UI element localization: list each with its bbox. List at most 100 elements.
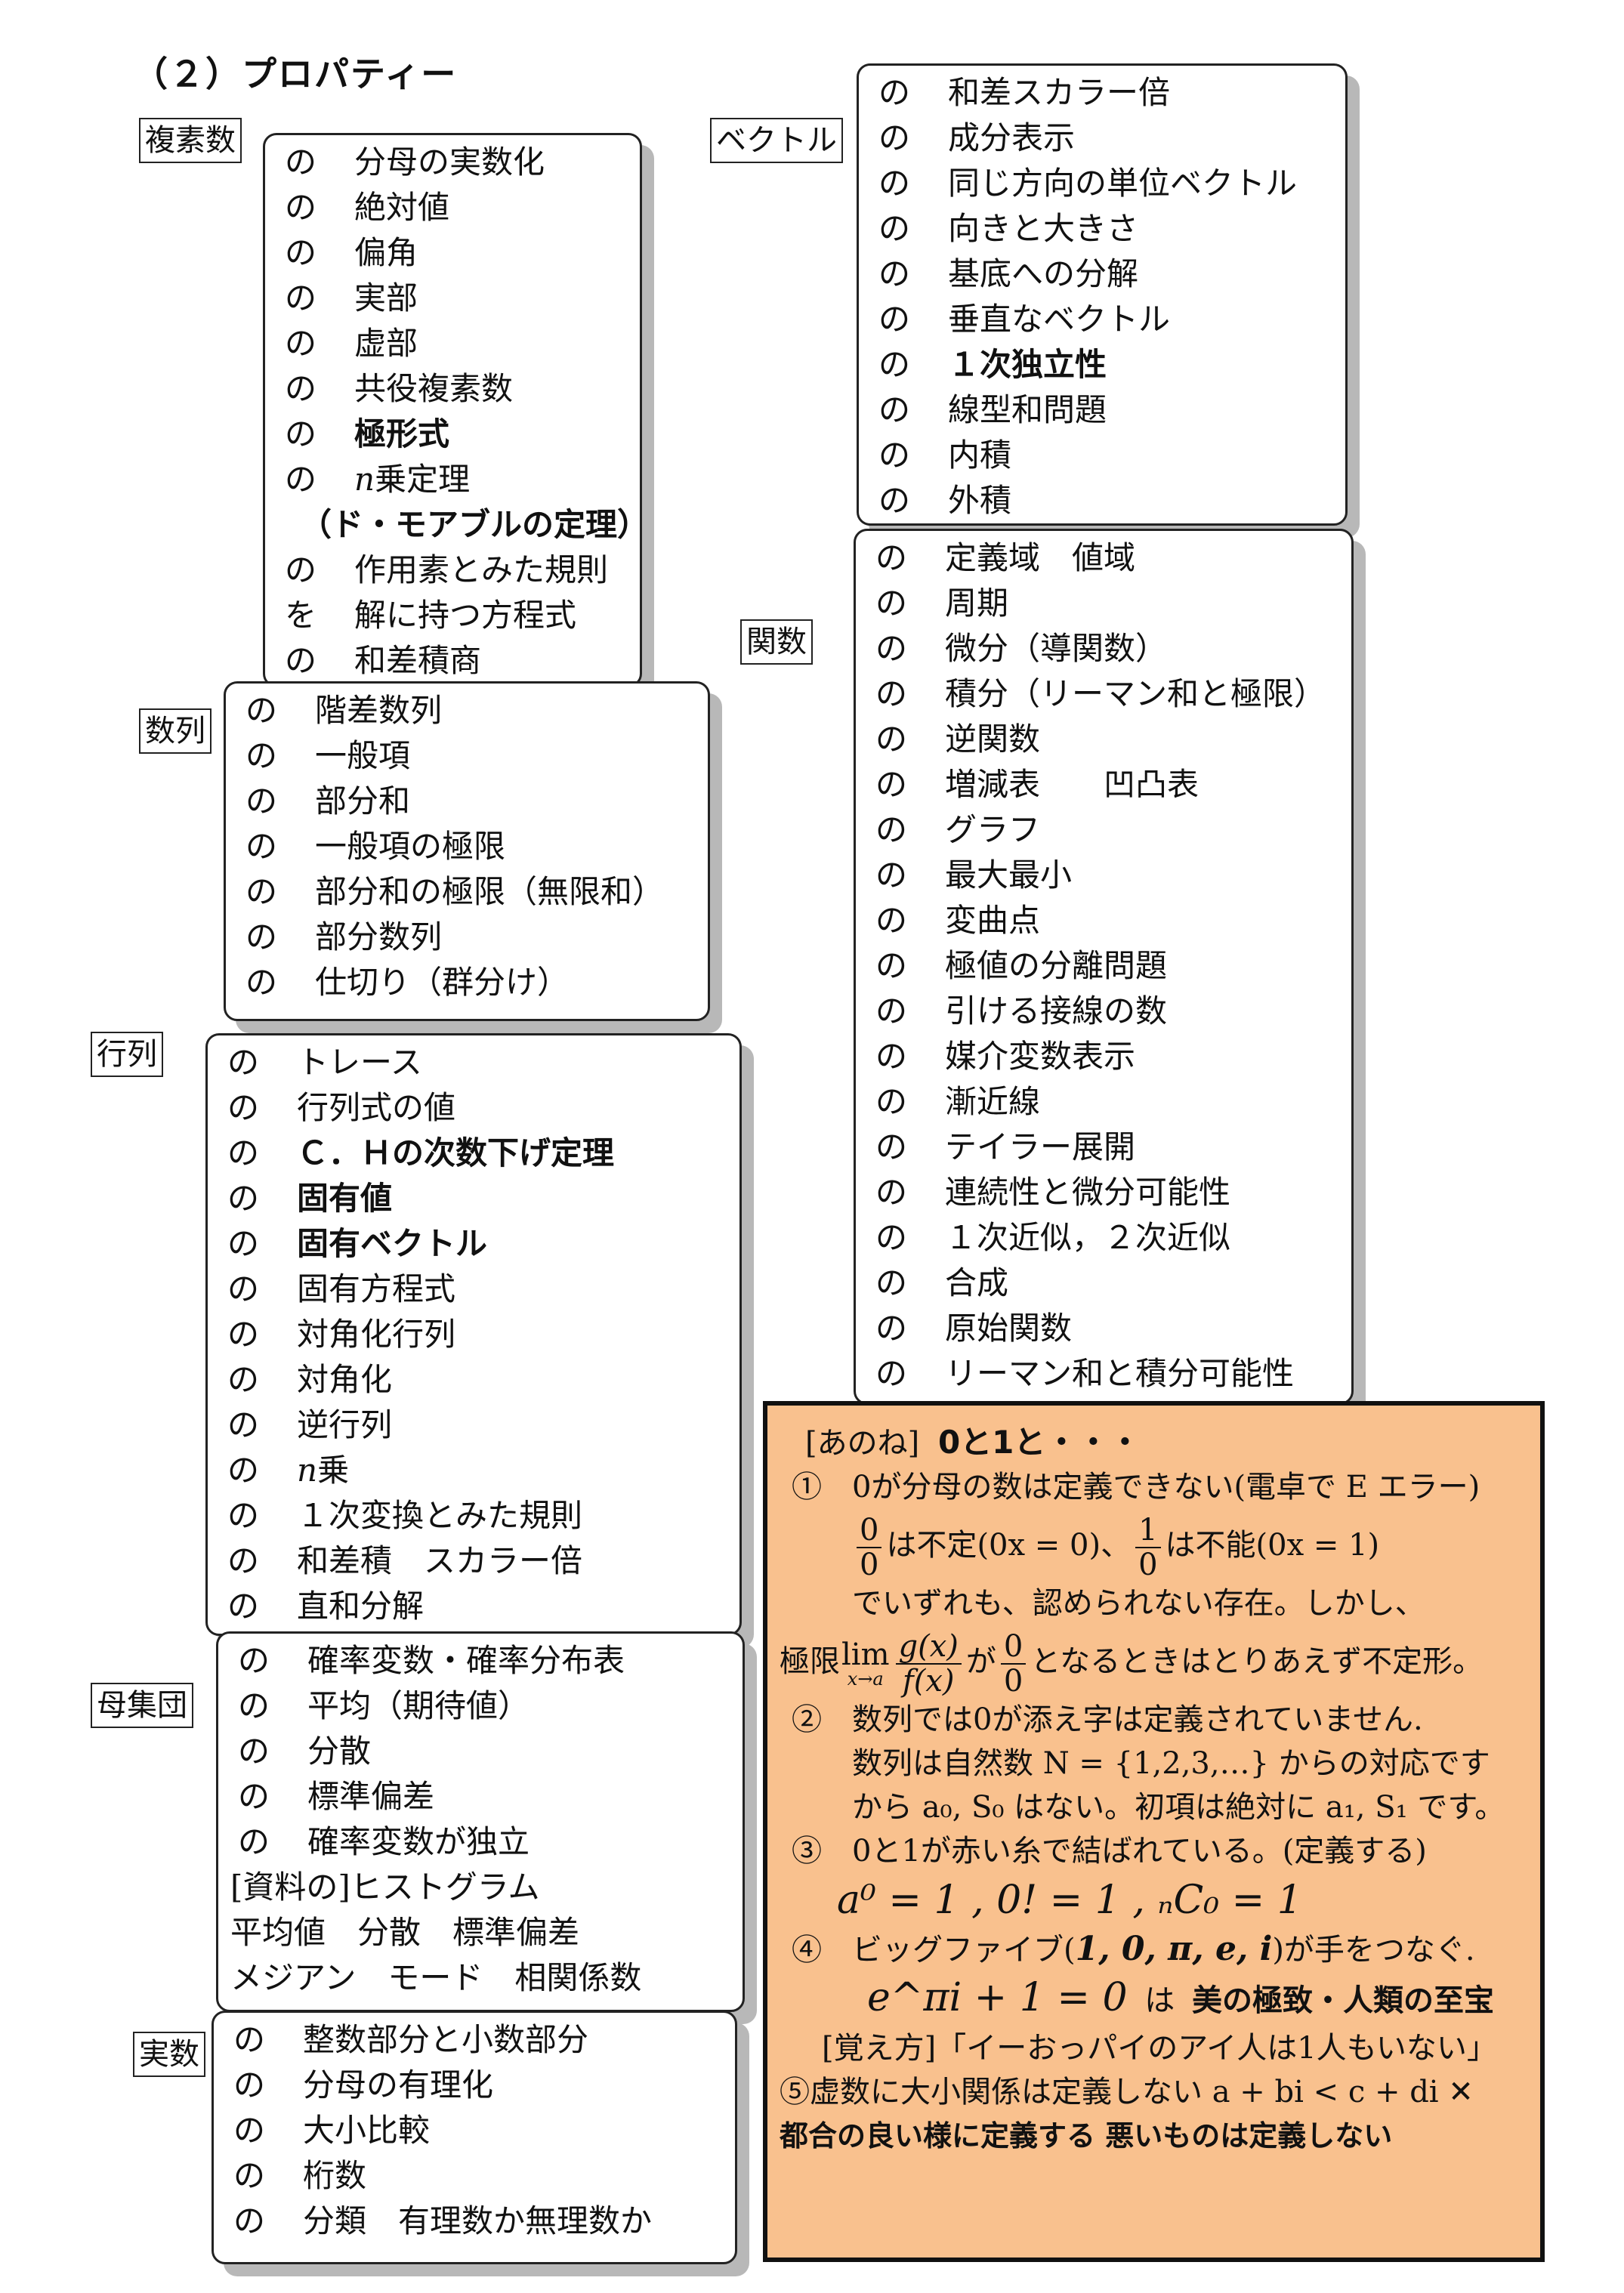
note-box: [あのね] 0と1と・・・ ① 0が分母の数は定義できない(電卓で E エラー)… <box>763 1401 1545 2262</box>
note-line: ⑤虚数に大小関係は定義しない a + bi < c + di ✕ <box>780 2075 1474 2109</box>
list-item: の分母の有理化 <box>233 2066 494 2103</box>
list-item: の向きと大きさ <box>878 210 1139 247</box>
list-item: メジアン モード 相関係数 <box>230 1959 642 1996</box>
list-item: の部分和の極限（無限和） <box>245 873 665 910</box>
list-item: の周期 <box>875 585 1009 622</box>
note-line: ① 0が分母の数は定義できない(電卓で E エラー) <box>792 1470 1480 1504</box>
list-item: の極値の分離問題 <box>875 947 1168 984</box>
list-item: の行列式の値 <box>227 1089 456 1126</box>
list-item: の仕切り（群分け） <box>245 964 570 1001</box>
box-suretsu: の階差数列 の一般項 の部分和 の一般項の極限 の部分和の極限（無限和） の部分… <box>224 681 710 1021</box>
list-item: の整数部分と小数部分 <box>233 2021 589 2058</box>
note-line: ② 数列では0が添え字は定義されていません. <box>792 1702 1423 1737</box>
note-line: e^πi + 1 = 0 は 美の極致・人類の至宝 <box>867 1975 1495 2020</box>
list-item: の標準偏差 <box>238 1778 435 1815</box>
list-item: の固有ベクトル <box>227 1225 488 1262</box>
list-item: の漸近線 <box>875 1083 1041 1120</box>
list-item: の直和分解 <box>227 1588 425 1625</box>
box-kansu: の定義域 値域 の周期 の微分（導関数） の積分（リーマン和と極限） の逆関数 … <box>854 529 1354 1405</box>
list-item: の積分（リーマン和と極限） <box>875 675 1326 712</box>
list-item: の対角化行列 <box>227 1316 456 1353</box>
tag-vector: ベクトル <box>710 118 843 163</box>
list-item: の一般項の極限 <box>245 828 506 865</box>
note-formula: a⁰ = 1 , 0! = 1 , ₙC₀ = 1 <box>837 1878 1302 1923</box>
fraction: g(x)f(x) <box>895 1630 962 1698</box>
list-item: の確率変数・確率分布表 <box>238 1642 625 1679</box>
list-item: の作用素とみた規則 <box>285 551 609 588</box>
list-item: の変曲点 <box>875 902 1041 939</box>
tag-boshudan: 母集団 <box>91 1683 193 1728</box>
list-item: のテイラー展開 <box>875 1128 1136 1165</box>
list-item: の固有方程式 <box>227 1270 456 1307</box>
list-item: の増減表 凹凸表 <box>875 766 1199 803</box>
note-line: から a₀, S₀ はない。初項は絶対に a₁, S₁ です。 <box>852 1790 1505 1825</box>
note-line: でいずれも、認められない存在。しかし、 <box>852 1586 1425 1621</box>
list-item: （ド・モアブルの定理） <box>300 506 650 543</box>
list-item: 平均値 分散 標準偏差 <box>230 1914 580 1951</box>
tag-suretsu: 数列 <box>139 708 211 754</box>
list-item: の共役複素数 <box>285 370 514 407</box>
list-item: の桁数 <box>233 2157 367 2194</box>
note-line: 都合の良い様に定義する 悪いものは定義しない <box>780 2119 1393 2153</box>
list-item: の確率変数が独立 <box>238 1823 530 1860</box>
list-item: の分散 <box>238 1733 372 1770</box>
list-item: の内積 <box>878 437 1012 474</box>
list-item: の偏角 <box>285 234 418 271</box>
list-item: のグラフ <box>875 811 1041 848</box>
list-item: の和差積 スカラー倍 <box>227 1542 583 1579</box>
list-item: の原始関数 <box>875 1310 1073 1347</box>
box-boshudan: の確率変数・確率分布表 の平均（期待値） の分散 の標準偏差 の確率変数が独立 … <box>216 1631 745 2012</box>
list-item: の外積 <box>878 482 1012 519</box>
list-item: の固有値 <box>227 1180 393 1217</box>
list-item: [資料の]ヒストグラム <box>230 1869 540 1906</box>
list-item: の階差数列 <box>245 692 443 729</box>
list-item: の最大最小 <box>875 856 1073 893</box>
list-item: の合成 <box>875 1264 1009 1301</box>
list-item: の絶対値 <box>285 189 450 226</box>
list-item: のリーマン和と積分可能性 <box>875 1355 1295 1392</box>
list-item: の媒介変数表示 <box>875 1038 1136 1075</box>
list-item: の同じ方向の単位ベクトル <box>878 165 1298 202</box>
list-item: の微分（導関数） <box>875 630 1168 667</box>
list-item: の分類 有理数か無理数か <box>233 2202 653 2239</box>
tag-jissu: 実数 <box>133 2032 205 2077</box>
list-item: の垂直なベクトル <box>878 301 1171 338</box>
list-item: の平均（期待値） <box>238 1687 530 1724</box>
list-item: の分母の実数化 <box>285 144 545 181</box>
list-item: の和差積商 <box>285 642 482 679</box>
list-item: の逆行列 <box>227 1406 393 1443</box>
list-item: の極形式 <box>285 415 450 452</box>
tag-gyoretsu: 行列 <box>91 1032 163 1077</box>
note-heading: [あのね] 0と1と・・・ <box>805 1424 1141 1461</box>
list-item: の基底への分解 <box>878 255 1139 292</box>
list-item: の部分数列 <box>245 918 443 955</box>
list-item: の和差スカラー倍 <box>878 74 1171 111</box>
list-item: の虚部 <box>285 325 418 362</box>
list-item: の対角化 <box>227 1361 393 1398</box>
tag-fukuso: 複素数 <box>139 118 242 163</box>
note-line: ③ 0と1が赤い糸で結ばれている。(定義する) <box>792 1834 1427 1869</box>
note-line: 数列は自然数 N = {1,2,3,…} からの対応です <box>852 1746 1490 1781</box>
box-jissu: の整数部分と小数部分 の分母の有理化 の大小比較 の桁数 の分類 有理数か無理数… <box>211 2011 737 2264</box>
list-item: の定義域 値域 <box>875 539 1136 576</box>
list-item: の連続性と微分可能性 <box>875 1174 1231 1211</box>
list-item: の実部 <box>285 279 418 316</box>
list-item: を解に持つ方程式 <box>285 597 577 634</box>
note-line: ④ ビッグファイブ(1, 0, π, e, i)が手をつなぐ. <box>792 1930 1475 1968</box>
list-item: のトレース <box>227 1044 422 1081</box>
list-item: の引ける接線の数 <box>875 992 1168 1029</box>
list-item: の大小比較 <box>233 2112 431 2149</box>
